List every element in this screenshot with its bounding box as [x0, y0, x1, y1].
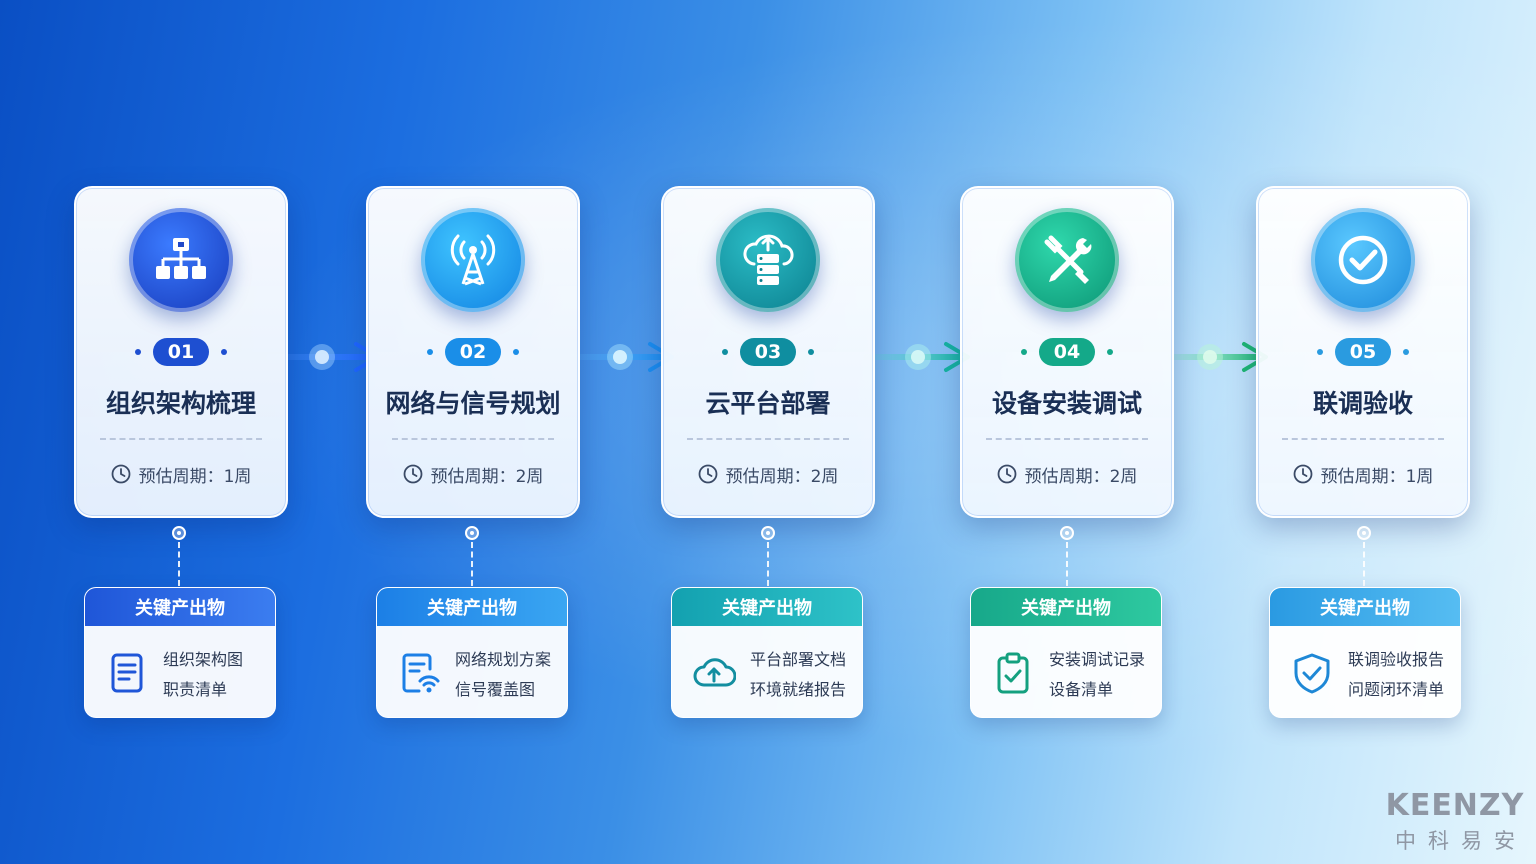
- step-title: 网络与信号规划: [385, 389, 561, 418]
- brand-name-cn: 中科易安: [1395, 829, 1527, 853]
- step-number-badge: 01: [153, 338, 209, 366]
- deliverable-item: 联调验收报告: [1348, 649, 1445, 669]
- check-circle-icon: [1311, 208, 1415, 312]
- tools-icon: [1015, 208, 1119, 312]
- duration-text: 预估周期：2周: [430, 466, 544, 487]
- deliverable-header: 关键产出物: [1270, 588, 1460, 626]
- cloud-upload-icon: [693, 657, 736, 686]
- decor-dot: [808, 349, 814, 355]
- step-title: 云平台部署: [705, 389, 831, 418]
- divider: [392, 438, 554, 440]
- duration-row: 预估周期：2周: [661, 462, 875, 487]
- divider: [687, 438, 849, 440]
- deliverable-header: 关键产出物: [971, 588, 1161, 626]
- duration-row: 预估周期：1周: [1256, 462, 1470, 487]
- deliverable-item: 问题闭环清单: [1348, 679, 1445, 699]
- step-number-row: 01: [74, 338, 288, 366]
- deliverable-item: 信号覆盖图: [455, 679, 536, 699]
- clock-icon: [111, 464, 130, 484]
- duration-text: 预估周期：1周: [138, 466, 252, 487]
- step-title: 联调验收: [1312, 389, 1413, 418]
- divider: [986, 438, 1148, 440]
- duration-row: 预估周期：2周: [366, 462, 580, 487]
- deliverable-item: 平台部署文档: [750, 649, 847, 669]
- decor-dot: [722, 349, 728, 355]
- step-number-row: 03: [661, 338, 875, 366]
- deliverable-item: 设备清单: [1049, 679, 1114, 699]
- decor-dot: [1403, 349, 1409, 355]
- connector-4: [1057, 518, 1077, 588]
- deliverable-header: 关键产出物: [672, 588, 862, 626]
- connector-2: [462, 518, 482, 588]
- deliverable-header: 关键产出物: [377, 588, 567, 626]
- connector-5: [1354, 518, 1374, 588]
- decor-dot: [221, 349, 227, 355]
- clock-icon: [698, 464, 717, 484]
- decor-dot: [513, 349, 519, 355]
- step-number-badge: 02: [445, 338, 501, 366]
- decor-dot: [1021, 349, 1027, 355]
- step-card-1: 01 组织架构梳理 预估周期：1周: [74, 186, 288, 518]
- divider: [100, 438, 262, 440]
- clipboard-check-icon: [997, 652, 1029, 693]
- deliverable-item: 职责清单: [163, 679, 228, 699]
- step-number-row: 02: [366, 338, 580, 366]
- connector-3: [758, 518, 778, 588]
- clock-icon: [1293, 464, 1312, 484]
- duration-text: 预估周期：1周: [1320, 466, 1434, 487]
- deliverable-card-1: 关键产出物 组织架构图 职责清单: [84, 587, 276, 718]
- duration-text: 预估周期：2周: [725, 466, 839, 487]
- org-chart-icon: [129, 208, 233, 312]
- step-title: 组织架构梳理: [105, 389, 256, 418]
- decor-dot: [135, 349, 141, 355]
- step-number-badge: 05: [1335, 338, 1391, 366]
- cloud-server-icon: [716, 208, 820, 312]
- step-number-badge: 03: [740, 338, 796, 366]
- deliverable-item: 安装调试记录: [1049, 649, 1146, 669]
- deliverable-item: 网络规划方案: [455, 649, 552, 669]
- deliverable-card-5: 关键产出物 联调验收报告 问题闭环清单: [1269, 587, 1461, 718]
- step-card-2: 02 网络与信号规划 预估周期：2周: [366, 186, 580, 518]
- step-card-5: 05 联调验收 预估周期：1周: [1256, 186, 1470, 518]
- deliverable-item: 环境就绪报告: [750, 679, 847, 699]
- deliverable-card-4: 关键产出物 安装调试记录 设备清单: [970, 587, 1162, 718]
- duration-row: 预估周期：1周: [74, 462, 288, 487]
- deliverable-item: 组织架构图: [163, 649, 244, 669]
- step-number-badge: 04: [1039, 338, 1095, 366]
- duration-row: 预估周期：2周: [960, 462, 1174, 487]
- step-number-row: 05: [1256, 338, 1470, 366]
- step-number-row: 04: [960, 338, 1174, 366]
- decor-dot: [427, 349, 433, 355]
- signal-tower-icon: [421, 208, 525, 312]
- flow-arrow-3: [852, 342, 970, 372]
- deliverable-header: 关键产出物: [85, 588, 275, 626]
- step-card-4: 04 设备安装调试 预估周期：2周: [960, 186, 1174, 518]
- brand-logo: KEENZY 中科易安: [1380, 788, 1530, 855]
- shield-check-icon: [1294, 653, 1330, 693]
- clock-icon: [403, 464, 422, 484]
- decor-dot: [1107, 349, 1113, 355]
- deliverable-card-2: 关键产出物 网络规划方案 信号覆盖图: [376, 587, 568, 718]
- connector-1: [169, 518, 189, 588]
- document-icon: [111, 653, 143, 692]
- wifi-doc-icon: [402, 653, 440, 692]
- divider: [1282, 438, 1444, 440]
- duration-text: 预估周期：2周: [1024, 466, 1138, 487]
- step-title: 设备安装调试: [991, 389, 1142, 418]
- clock-icon: [997, 464, 1016, 484]
- brand-name-en: KEENZY: [1385, 788, 1525, 823]
- decor-dot: [1317, 349, 1323, 355]
- step-card-3: 03 云平台部署 预估周期：2周: [661, 186, 875, 518]
- deliverable-card-3: 关键产出物 平台部署文档 环境就绪报告: [671, 587, 863, 718]
